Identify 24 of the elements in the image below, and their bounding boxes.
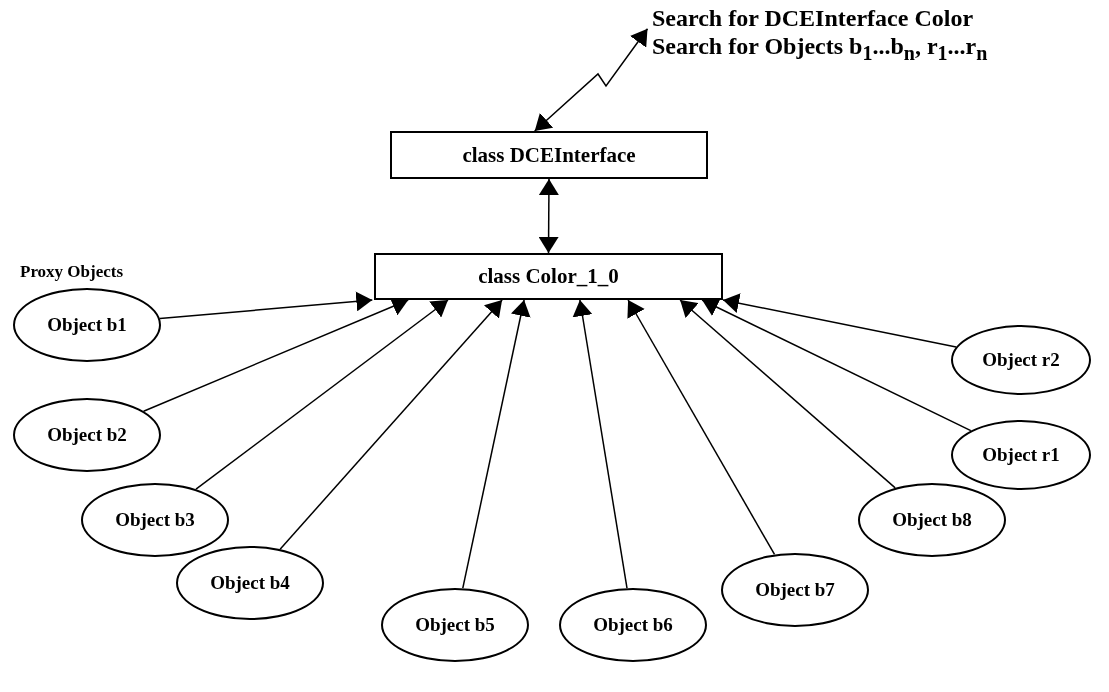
object-ellipse: Object b7 [721, 553, 869, 627]
object-ellipse: Object b6 [559, 588, 707, 662]
group-label: Proxy Objects [20, 262, 124, 282]
object-ellipse: Object b5 [381, 588, 529, 662]
arrow [195, 299, 449, 490]
lightning-arrow [533, 28, 649, 132]
arrow [538, 178, 559, 254]
object-ellipse: Object b2 [13, 398, 161, 472]
object-ellipse: Object r2 [951, 325, 1091, 395]
search-text: Search for DCEInterface Color [652, 5, 974, 33]
object-ellipse: Object b4 [176, 546, 324, 620]
object-ellipse: Object b1 [13, 288, 161, 362]
arrow [701, 298, 972, 432]
arrow [679, 299, 896, 489]
arrow [462, 299, 531, 589]
class-box: class DCEInterface [390, 131, 708, 179]
class-box: class Color_1_0 [374, 253, 723, 300]
object-ellipse: Object b3 [81, 483, 229, 557]
arrow [627, 299, 776, 556]
object-ellipse: Object b8 [858, 483, 1006, 557]
search-text: Search for Objects b$_{1}$...b$_{n}$, r$_{1}$...r$_{n}$ [652, 32, 988, 65]
object-ellipse: Object r1 [951, 420, 1091, 490]
arrow [572, 299, 628, 589]
arrow [159, 291, 374, 320]
